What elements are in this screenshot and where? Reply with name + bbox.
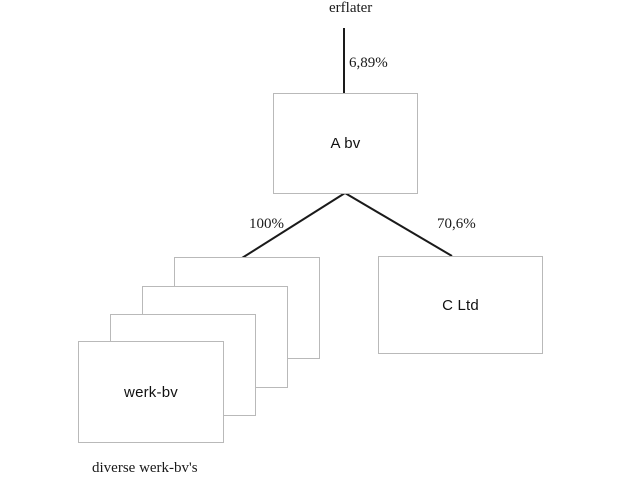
node-a-bv[interactable]: A bv	[273, 93, 418, 194]
connector-a-bv-to-werk-bv	[241, 192, 346, 259]
node-label-werk-bv: werk-bv	[124, 383, 178, 401]
node-label-c-ltd: C Ltd	[442, 296, 479, 314]
diagram-caption: diverse werk-bv's	[92, 460, 198, 476]
node-label-erflater: erflater	[329, 0, 373, 16]
node-label-a-bv: A bv	[330, 135, 361, 152]
edge-label-top-percentage: 6,89%	[349, 55, 388, 71]
edge-label-left-percentage: 100%	[249, 216, 284, 232]
node-c-ltd[interactable]: C Ltd	[378, 256, 543, 354]
edge-label-right-percentage: 70,6%	[437, 216, 476, 232]
node-werk-bv-stack-front[interactable]: werk-bv	[78, 341, 224, 443]
connector-a-bv-to-c-ltd	[344, 192, 453, 257]
